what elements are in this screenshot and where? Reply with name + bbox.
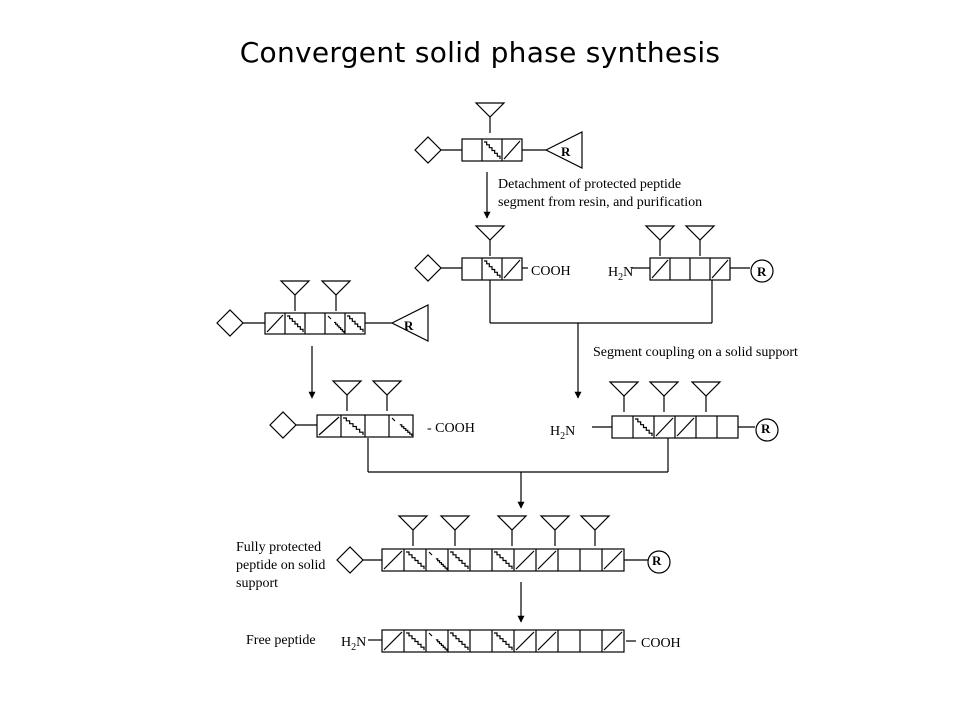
amine-label-segment-d: H2N: [550, 424, 575, 442]
residue-pattern-diagonal: [537, 631, 557, 651]
residue-pattern-stair: [435, 558, 448, 570]
side-chain-protecting-group: [648, 381, 680, 397]
protecting-group-diamond: [414, 136, 442, 164]
detachment-label-line1: Detachment of protected peptide: [498, 177, 681, 192]
protecting-group-diamond: [336, 546, 364, 574]
fully-protected-label-line2: peptide on solid: [236, 558, 325, 573]
residue-pattern-diagonal: [383, 631, 403, 651]
side-chain-protecting-group: [474, 225, 506, 241]
resin-label-3: R: [404, 318, 414, 333]
peptide-segment: [381, 629, 625, 653]
side-chain-protecting-group: [320, 280, 352, 296]
residue-pattern-stair: [406, 632, 425, 650]
residue-pattern-stair: [435, 639, 448, 651]
cooh-label-free-peptide: COOH: [641, 636, 681, 651]
residue-pattern-stair: [484, 260, 501, 278]
resin-label-4: R: [761, 421, 771, 436]
side-chain-protecting-group: [608, 381, 640, 397]
resin-circle: [750, 259, 774, 283]
page-title: Convergent solid phase synthesis: [239, 36, 721, 69]
residue-pattern-stair: [347, 315, 364, 332]
side-chain-protecting-group: [690, 381, 722, 397]
resin-label-1: R: [561, 144, 571, 159]
coupling-label: Segment coupling on a solid support: [593, 345, 798, 360]
side-chain-protecting-group: [684, 225, 716, 241]
peptide-segment: [461, 257, 523, 281]
protecting-group-diamond: [269, 411, 297, 439]
residue-pattern-diagonal: [383, 550, 403, 570]
residue-pattern-diagonal: [503, 259, 521, 279]
free-peptide-label: Free peptide: [246, 633, 316, 648]
residue-pattern-tick: [391, 417, 396, 422]
resin-circle: [647, 550, 671, 574]
fully-protected-label-line3: support: [236, 576, 278, 591]
residue-pattern-diagonal: [651, 259, 669, 279]
side-chain-protecting-group: [579, 515, 611, 531]
cooh-label-segment-a: COOH: [531, 264, 571, 279]
resin-label-2: R: [757, 264, 767, 279]
amine-label-segment-b: H2N: [608, 265, 633, 283]
residue-pattern-diagonal: [655, 417, 674, 437]
side-chain-protecting-group: [474, 102, 506, 118]
residue-pattern-stair: [635, 418, 653, 436]
residue-pattern-diagonal: [603, 550, 623, 570]
residue-pattern-tick: [428, 551, 433, 556]
residue-pattern-diagonal: [266, 314, 284, 333]
resin-label-5: R: [652, 553, 662, 568]
residue-pattern-stair: [406, 551, 425, 569]
fully-protected-label-line1: Fully protected: [236, 540, 321, 555]
resin-triangle: [390, 304, 429, 342]
side-chain-protecting-group: [279, 280, 311, 296]
residue-pattern-tick: [428, 632, 433, 637]
residue-pattern-stair: [450, 632, 469, 650]
residue-pattern-stair: [399, 424, 413, 436]
residue-pattern-stair: [494, 632, 513, 650]
residue-pattern-stair: [287, 315, 304, 332]
side-chain-protecting-group: [539, 515, 571, 531]
residue-pattern-diagonal: [676, 417, 695, 437]
residue-pattern-diagonal: [711, 259, 729, 279]
residue-pattern-diagonal: [318, 416, 340, 436]
side-chain-protecting-group: [331, 380, 363, 396]
residue-pattern-stair: [334, 321, 345, 333]
residue-pattern-stair: [343, 417, 364, 435]
residue-pattern-diagonal: [603, 631, 623, 651]
resin-triangle: [544, 131, 583, 169]
resin-circle: [755, 418, 779, 442]
side-chain-protecting-group: [644, 225, 676, 241]
residue-pattern-diagonal: [515, 550, 535, 570]
residue-pattern-stair: [450, 551, 469, 569]
side-chain-protecting-group: [371, 380, 403, 396]
residue-pattern-stair: [494, 551, 513, 569]
amine-label-free-peptide: H2N: [341, 635, 366, 653]
residue-pattern-diagonal: [503, 140, 521, 160]
cooh-label-segment-c: - COOH: [427, 421, 475, 436]
protecting-group-diamond: [414, 254, 442, 282]
residue-pattern-stair: [484, 141, 501, 159]
residue-pattern-tick: [327, 315, 332, 320]
residue-pattern-diagonal: [515, 631, 535, 651]
side-chain-protecting-group: [496, 515, 528, 531]
side-chain-protecting-group: [397, 515, 429, 531]
detachment-label-line2: segment from resin, and purification: [498, 195, 702, 210]
side-chain-protecting-group: [439, 515, 471, 531]
residue-pattern-diagonal: [537, 550, 557, 570]
protecting-group-diamond: [216, 309, 244, 337]
